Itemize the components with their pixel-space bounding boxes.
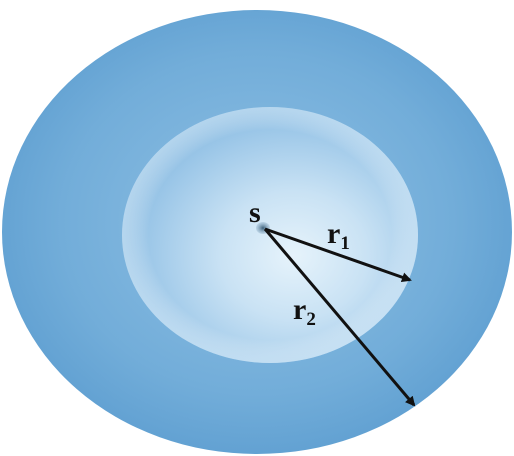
r2-label-subscript: 2 [306, 309, 316, 330]
r1-label-main: r [327, 217, 340, 250]
r1-label-subscript: 1 [340, 233, 350, 254]
r2-label-main: r [293, 293, 306, 326]
source-label: s [249, 196, 261, 229]
